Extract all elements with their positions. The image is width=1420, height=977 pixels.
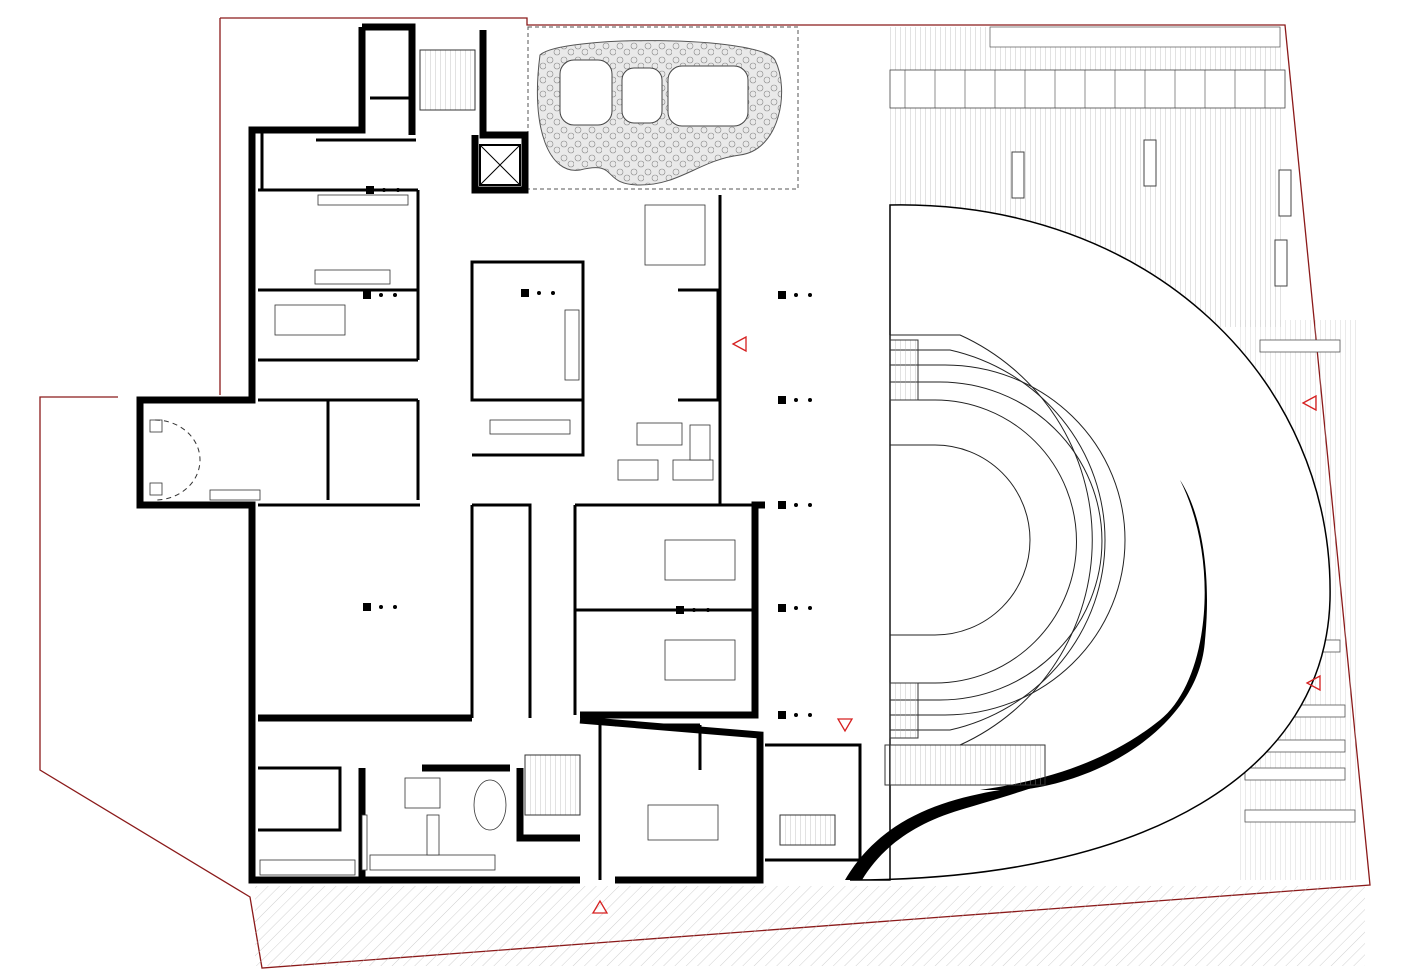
column-dot (692, 608, 696, 612)
column (778, 711, 786, 719)
column-dot (808, 606, 812, 610)
column-dot (379, 605, 383, 609)
column-dot (551, 291, 555, 295)
column-dot (396, 188, 400, 192)
stair-left-top (889, 339, 919, 401)
terrace-band (889, 69, 1286, 109)
stair-north (419, 49, 476, 111)
column (676, 606, 684, 614)
round-table-zone (154, 419, 201, 501)
entrance-markers (591, 335, 1321, 914)
column-dot (393, 293, 397, 297)
entrance-marker-icon (836, 718, 854, 733)
entrance-marker-icon (1305, 674, 1321, 692)
column-dot (794, 606, 798, 610)
column (363, 291, 371, 299)
interior-walls (258, 96, 862, 880)
column (778, 291, 786, 299)
bench (1143, 139, 1157, 187)
column-dot (794, 293, 798, 297)
entrance-marker-icon (591, 899, 609, 914)
column (778, 604, 786, 612)
column-dot (382, 188, 386, 192)
bench (1278, 169, 1292, 217)
column-dot (808, 503, 812, 507)
column (778, 396, 786, 404)
column-dot (808, 398, 812, 402)
column-dot (808, 713, 812, 717)
column-dot (379, 293, 383, 297)
column-dot (794, 713, 798, 717)
column-dot (808, 293, 812, 297)
amphitheater-seating (889, 334, 1126, 746)
elevator-cross (479, 144, 521, 186)
column-dot (537, 291, 541, 295)
column (366, 186, 374, 194)
stage (890, 444, 1031, 636)
terrace-step (989, 26, 1281, 48)
entrance-marker-icon (1301, 394, 1317, 412)
planting-beds (559, 59, 749, 127)
column (521, 289, 529, 297)
bench (1274, 239, 1288, 287)
stair-east (779, 814, 836, 846)
bench (1011, 151, 1025, 199)
columns (363, 186, 812, 719)
stair-south (524, 754, 581, 816)
amphitheater-stairs (884, 744, 1046, 786)
column (363, 603, 371, 611)
column-dot (794, 503, 798, 507)
amphitheater-plaza (849, 204, 1331, 881)
terrace-band-lines (904, 70, 1266, 108)
curved-wall (845, 755, 1110, 880)
terrace-hatch-bottom-strip (255, 886, 1365, 966)
column-dot (706, 608, 710, 612)
column-dot (794, 398, 798, 402)
column (778, 501, 786, 509)
furniture (149, 194, 736, 876)
column-dot (393, 605, 397, 609)
entrance-marker-icon (731, 335, 747, 353)
large-hall (262, 510, 470, 715)
stair-left-bottom (889, 682, 919, 739)
